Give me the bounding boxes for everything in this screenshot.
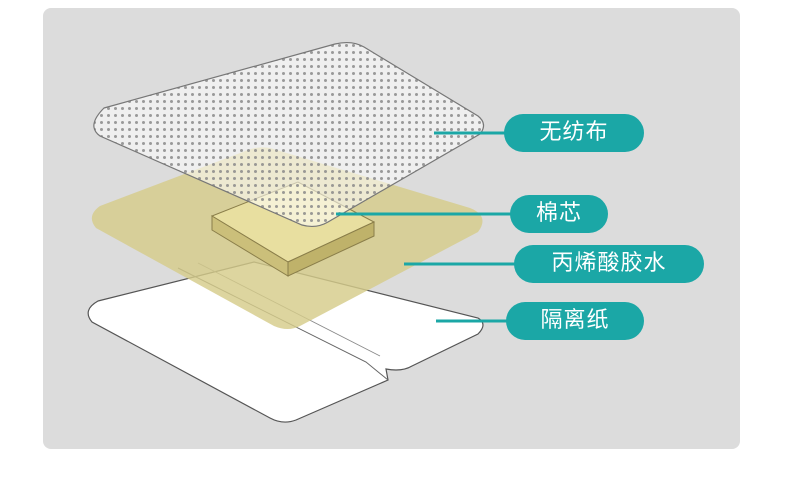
label-cotton-core: 棉芯 [510,195,608,233]
label-release-paper: 隔离纸 [506,302,644,340]
label-nonwoven: 无纺布 [504,114,644,152]
label-acrylic-glue: 丙烯酸胶水 [514,245,704,283]
